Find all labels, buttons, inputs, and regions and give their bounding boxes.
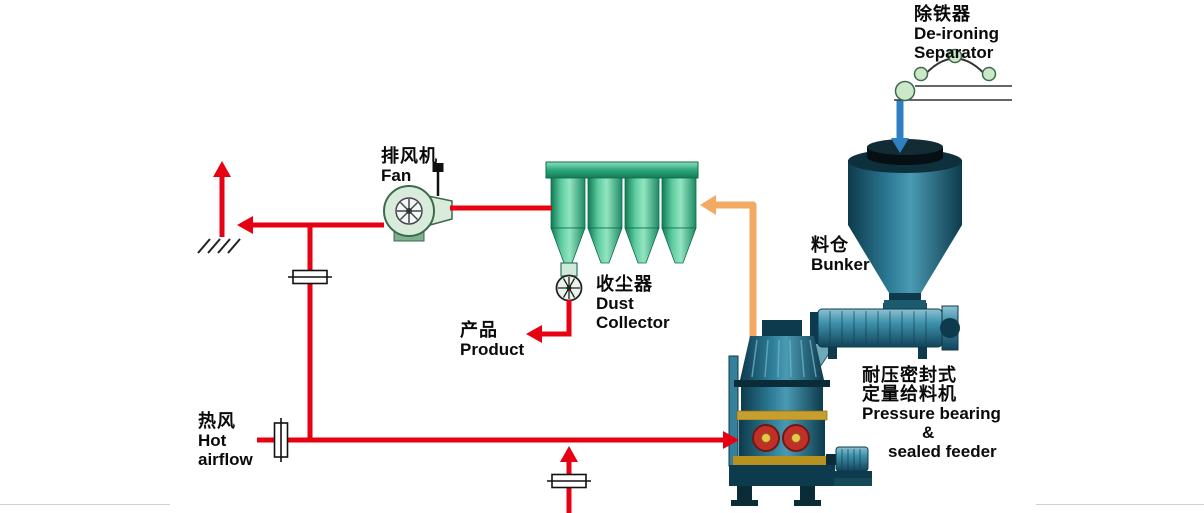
label-product-en: Product — [460, 340, 525, 359]
valve-damper-3 — [547, 473, 591, 489]
label-feeder-en1: Pressure bearing — [862, 404, 1001, 423]
label-hot-airflow-en1: Hot — [198, 431, 227, 450]
label-feeder-en2: & — [922, 423, 935, 442]
feed-arrow-blue — [891, 100, 909, 153]
bunker-graphic — [848, 139, 962, 309]
valve-damper-1 — [288, 269, 332, 285]
label-fan-zh: 排风机 — [381, 146, 438, 166]
fan-graphic — [383, 163, 453, 242]
arrow-left-exhaust — [237, 216, 253, 234]
collector-outlet-pipe — [560, 262, 578, 277]
label-product-zh: 产品 — [460, 320, 498, 340]
label-product: 产品 Product — [460, 320, 525, 360]
red-arrows — [213, 161, 739, 462]
label-dust-collector-en2: Collector — [596, 313, 670, 332]
arrow-up-stack — [213, 161, 231, 177]
label-fan: 排风机 Fan — [381, 146, 438, 186]
label-de-ironing-zh: 除铁器 — [914, 4, 971, 24]
dust-collector-graphic — [545, 161, 699, 277]
label-fan-en: Fan — [381, 166, 412, 185]
label-dust-collector-zh: 收尘器 — [596, 274, 653, 294]
label-bunker-en: Bunker — [811, 255, 870, 274]
arrow-product — [526, 325, 542, 343]
arrow-into-mill — [723, 431, 739, 449]
conveyor-deironing-graphic — [894, 48, 1012, 102]
rotary-valve-icon — [555, 274, 583, 302]
hot-gas-duct — [700, 195, 757, 345]
ground-symbol — [197, 238, 241, 254]
frame-line-left — [0, 504, 170, 505]
label-feeder-zh2: 定量给料机 — [862, 384, 957, 404]
label-bunker-zh: 料仓 — [811, 235, 849, 255]
label-hot-airflow-zh: 热风 — [198, 411, 236, 431]
mill-graphic — [728, 320, 872, 506]
frame-line-right — [1036, 504, 1204, 505]
label-hot-airflow-en2: airflow — [198, 450, 253, 469]
mill-separator-vanes — [751, 339, 817, 378]
label-bunker: 料仓 Bunker — [811, 235, 870, 275]
red-pipes — [219, 174, 727, 513]
label-hot-airflow: 热风 Hot airflow — [198, 411, 253, 470]
conveyor-roller-icon — [894, 80, 916, 102]
label-feeder-en3: sealed feeder — [888, 442, 997, 461]
label-dust-collector: 收尘器 Dust Collector — [596, 274, 670, 333]
label-de-ironing-en1: De-ironing — [914, 24, 999, 43]
valve-damper-2 — [273, 418, 289, 462]
label-feeder: 耐压密封式 定量给料机 Pressure bearing & sealed fe… — [862, 365, 1001, 462]
feeder-ribs — [829, 311, 927, 345]
label-de-ironing-separator: 除铁器 De-ironing Separator — [914, 4, 999, 63]
arrow-up-bottom — [560, 446, 578, 462]
pipe-product — [538, 300, 572, 337]
label-feeder-zh1: 耐压密封式 — [862, 365, 957, 385]
duct-arrow-into-collector — [700, 195, 716, 215]
label-dust-collector-en1: Dust — [596, 294, 634, 313]
label-de-ironing-en2: Separator — [914, 43, 994, 62]
